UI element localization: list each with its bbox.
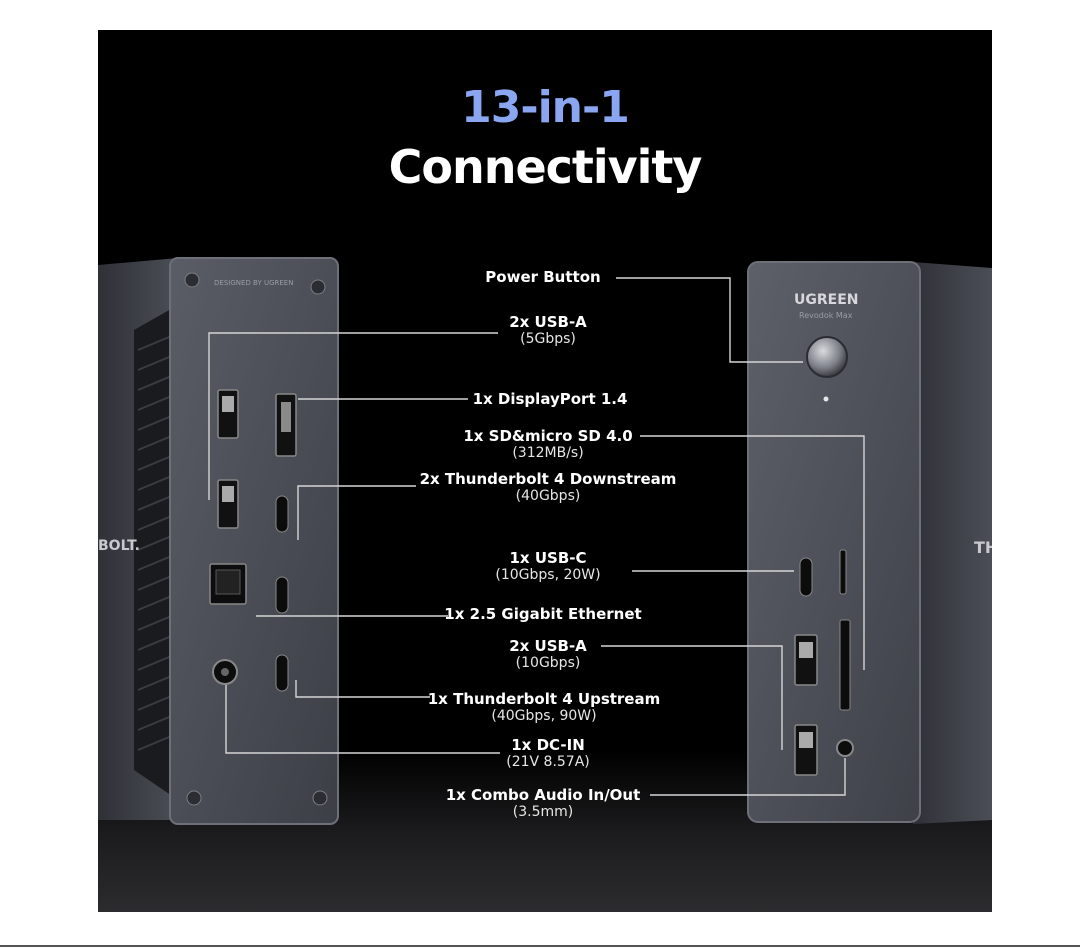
right-side-text: TH bbox=[974, 538, 992, 557]
callout-ethernet: 1x 2.5 Gigabit Ethernet bbox=[444, 605, 642, 623]
left-engraving: DESIGNED BY UGREEN bbox=[214, 279, 294, 287]
product-infographic: 13-in-1 Connectivity DESIGNED BY UGREEN … bbox=[98, 30, 992, 912]
callout-sd-card: 1x SD&micro SD 4.0(312MB/s) bbox=[463, 427, 633, 462]
callout-audio: 1x Combo Audio In/Out(3.5mm) bbox=[445, 786, 641, 821]
headline-title: Connectivity bbox=[388, 140, 703, 194]
bottom-divider bbox=[0, 945, 1080, 947]
callout-usb-a-10g: 2x USB-A(10Gbps) bbox=[509, 637, 587, 672]
callout-dc-in: 1x DC-IN(21V 8.57A) bbox=[506, 736, 590, 771]
device-illustration bbox=[98, 257, 992, 912]
callout-usb-a-5g: 2x USB-A(5Gbps) bbox=[509, 313, 587, 348]
callout-usb-c: 1x USB-C(10Gbps, 20W) bbox=[495, 549, 601, 584]
right-brand: UGREEN bbox=[794, 292, 859, 308]
callout-displayport: 1x DisplayPort 1.4 bbox=[472, 390, 628, 408]
callout-power-button: Power Button bbox=[485, 268, 601, 286]
left-side-text: BOLT. bbox=[98, 538, 140, 554]
headline-count: 13-in-1 bbox=[461, 82, 630, 133]
callout-tb4-upstream: 1x Thunderbolt 4 Upstream(40Gbps, 90W) bbox=[427, 690, 661, 725]
callout-lines bbox=[208, 277, 865, 796]
right-model: Revodok Max bbox=[799, 311, 853, 320]
right-dock-front bbox=[747, 261, 992, 824]
callout-tb4-downstream: 2x Thunderbolt 4 Downstream(40Gbps) bbox=[419, 470, 677, 505]
